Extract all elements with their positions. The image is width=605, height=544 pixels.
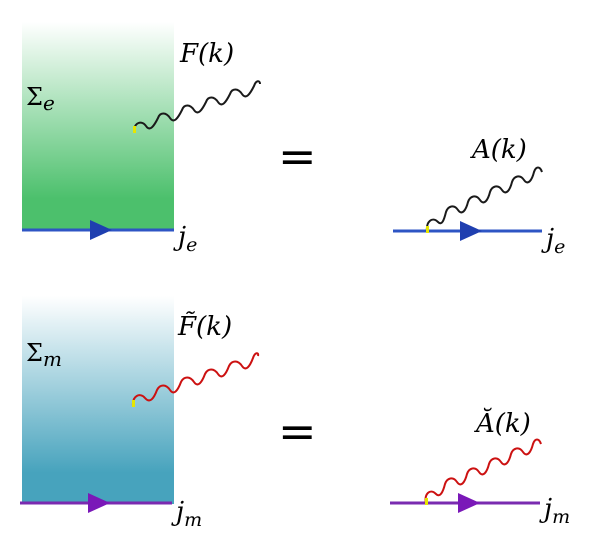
label-jm-right: jm bbox=[539, 494, 570, 528]
sigma-m-label: Σm bbox=[26, 339, 62, 371]
sigma-e-surface bbox=[22, 22, 174, 230]
photon-wave-F-tilde bbox=[131, 352, 260, 407]
photon-wave-F bbox=[133, 80, 261, 133]
equals-sign-bottom: = bbox=[278, 404, 317, 458]
label-F-k: F(k) bbox=[179, 39, 234, 69]
label-A-k: A(k) bbox=[470, 135, 527, 165]
label-A-breve-k: Ă(k) bbox=[474, 407, 531, 439]
top-equation: Σe F(k) je = A(k) je bbox=[22, 22, 565, 258]
label-je-right: je bbox=[541, 224, 565, 258]
arrow-je-right bbox=[460, 221, 482, 241]
label-je-left: je bbox=[173, 222, 197, 256]
vertex-marker-right-bottom bbox=[425, 498, 428, 505]
label-jm-left: jm bbox=[171, 497, 202, 531]
label-F-tilde-k: F̃(k) bbox=[177, 311, 232, 342]
sigma-e-label: Σe bbox=[26, 83, 55, 115]
bottom-equation: Σm F̃(k) jm = Ă(k) jm bbox=[20, 296, 570, 531]
arrow-jm-left bbox=[88, 493, 110, 513]
photon-wave-A bbox=[425, 166, 543, 232]
arrow-je-left bbox=[90, 220, 112, 240]
vertex-marker-left-bottom bbox=[132, 400, 135, 407]
equals-sign-top: = bbox=[278, 129, 317, 183]
vertex-marker-left-top bbox=[133, 126, 136, 133]
photon-wave-A-breve bbox=[424, 438, 542, 504]
arrow-jm-right bbox=[458, 493, 480, 513]
vertex-marker-right-top bbox=[426, 226, 429, 233]
